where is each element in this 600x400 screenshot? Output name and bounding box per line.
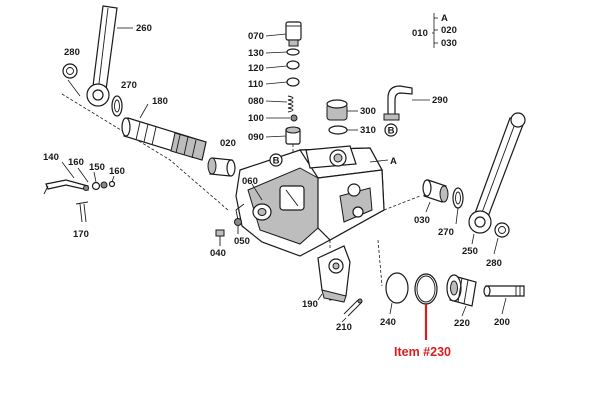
plug-300 bbox=[326, 99, 348, 121]
callout-A: A bbox=[390, 156, 397, 167]
linkage-140 bbox=[43, 179, 116, 195]
legend-item-1: A bbox=[441, 13, 448, 24]
oring-240 bbox=[385, 272, 409, 304]
callout-270-right: 270 bbox=[438, 227, 454, 238]
callout-020: 020 bbox=[220, 138, 236, 149]
bolt-050 bbox=[234, 218, 242, 234]
legend-group bbox=[432, 13, 438, 48]
pin-170 bbox=[75, 201, 89, 223]
valve-stack bbox=[285, 48, 301, 145]
callout-140: 140 bbox=[43, 152, 59, 163]
bushing-020 bbox=[207, 157, 236, 177]
lever-190 bbox=[317, 245, 351, 303]
callout-060: 060 bbox=[242, 176, 258, 187]
callout-210: 210 bbox=[336, 322, 352, 333]
callout-120: 120 bbox=[248, 63, 264, 74]
callout-310: 310 bbox=[360, 125, 376, 136]
callout-300: 300 bbox=[360, 106, 376, 117]
callout-100: 100 bbox=[248, 113, 264, 124]
callout-130: 130 bbox=[248, 48, 264, 59]
callout-270-left: 270 bbox=[121, 80, 137, 91]
rod-200 bbox=[483, 285, 525, 297]
housing bbox=[235, 145, 385, 257]
callout-090: 090 bbox=[248, 132, 264, 143]
callout-150: 150 bbox=[89, 162, 105, 173]
callout-160-b: 160 bbox=[109, 166, 125, 177]
callout-240: 240 bbox=[380, 317, 396, 328]
callout-280-left: 280 bbox=[64, 47, 80, 58]
callout-070: 070 bbox=[248, 31, 264, 42]
bushing-030 bbox=[422, 179, 449, 203]
callout-110: 110 bbox=[248, 79, 263, 90]
ref-B-right bbox=[384, 123, 398, 137]
washer-270-right bbox=[452, 187, 464, 209]
oring-310 bbox=[328, 125, 348, 135]
snap-ring-280-left bbox=[62, 63, 78, 79]
legend-item-2: 020 bbox=[441, 25, 457, 36]
highlight-label: Item #230 bbox=[394, 345, 451, 359]
piston-220 bbox=[446, 274, 477, 307]
callout-180: 180 bbox=[152, 96, 168, 107]
callout-280-right: 280 bbox=[486, 258, 502, 269]
lift-arm-left bbox=[86, 5, 118, 107]
callout-170: 170 bbox=[73, 229, 89, 240]
legend-code: 010 bbox=[412, 28, 428, 39]
callout-220: 220 bbox=[454, 318, 470, 329]
callout-190: 190 bbox=[302, 299, 318, 310]
callout-030: 030 bbox=[414, 215, 430, 226]
lift-arm-right bbox=[468, 112, 526, 234]
callout-050: 050 bbox=[234, 236, 250, 247]
callout-160-a: 160 bbox=[68, 157, 84, 168]
snap-ring-280-right bbox=[494, 222, 510, 238]
callout-B-housing: B bbox=[273, 156, 280, 167]
backup-ring-230 bbox=[414, 273, 438, 305]
legend-item-3: 030 bbox=[441, 38, 457, 49]
callout-200: 200 bbox=[494, 317, 510, 328]
bolt-040 bbox=[215, 229, 225, 246]
washer-270-left bbox=[111, 95, 123, 117]
cross-shaft-180 bbox=[121, 117, 207, 161]
callout-290: 290 bbox=[432, 95, 448, 106]
pin-210 bbox=[343, 298, 363, 317]
callout-080: 080 bbox=[248, 96, 264, 107]
valve-cap-070 bbox=[285, 21, 302, 47]
callout-250: 250 bbox=[462, 246, 478, 257]
callout-260: 260 bbox=[136, 23, 152, 34]
callout-040: 040 bbox=[210, 248, 226, 259]
pipe-290 bbox=[383, 85, 413, 121]
callout-B-right: B bbox=[388, 126, 395, 137]
